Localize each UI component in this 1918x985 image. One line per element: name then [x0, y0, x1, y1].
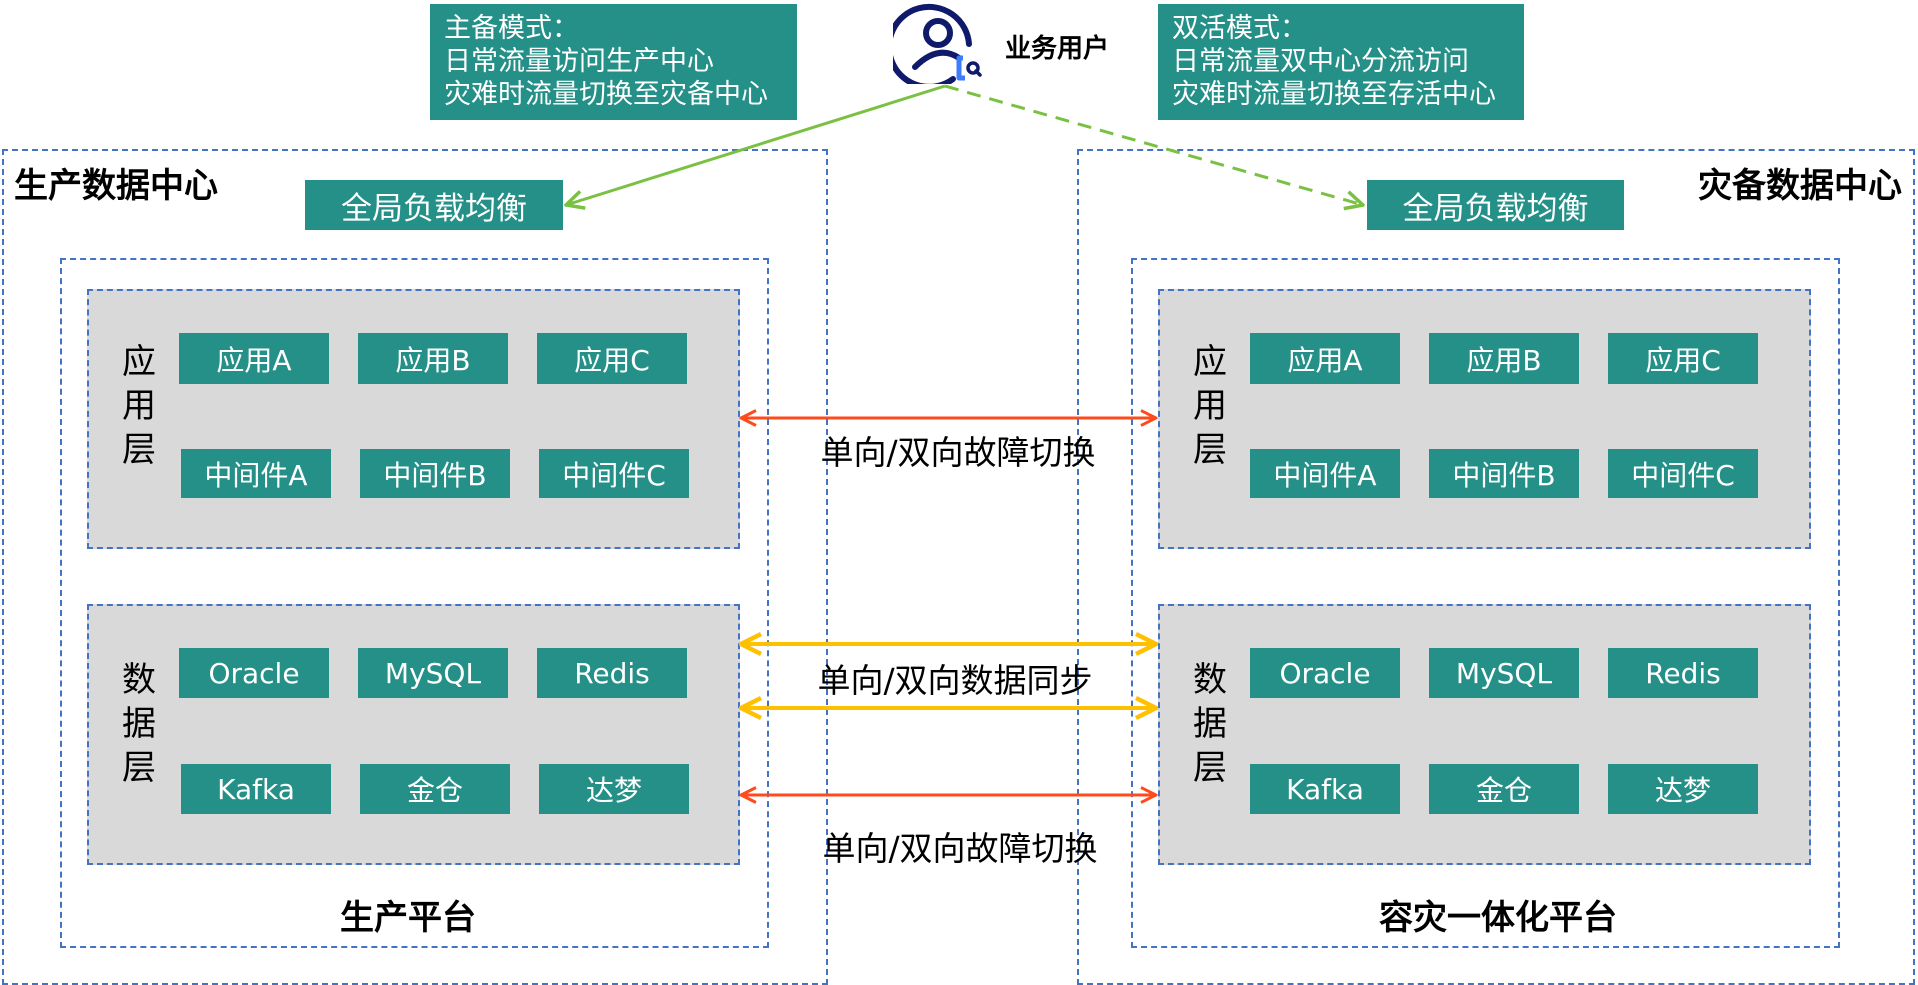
dr-app-a[interactable]: 应用A [1250, 333, 1400, 384]
production-middleware-c[interactable]: 中间件C [539, 449, 689, 498]
production-app-a[interactable]: 应用A [179, 333, 329, 384]
production-db-mysql[interactable]: MySQL [358, 648, 508, 698]
dr-datacenter-title: 灾备数据中心 [1698, 166, 1902, 206]
business-user-label: 业务用户 [1005, 34, 1110, 64]
dr-platform [1131, 258, 1840, 948]
production-platform [60, 258, 769, 948]
dr-glb-box[interactable]: 全局负载均衡 [1367, 180, 1624, 230]
dr-db-kingbase[interactable]: 金仓 [1429, 764, 1579, 814]
dr-platform-title: 容灾一体化平台 [1379, 898, 1617, 938]
dr-db-dameng[interactable]: 达梦 [1608, 764, 1758, 814]
dr-data-layer [1158, 604, 1811, 865]
production-data-layer [87, 604, 740, 865]
production-db-redis[interactable]: Redis [537, 648, 687, 698]
dr-middleware-a[interactable]: 中间件A [1250, 449, 1400, 498]
dr-app-b[interactable]: 应用B [1429, 333, 1579, 384]
user-search-icon [893, 3, 982, 84]
app-failover-label: 单向/双向故障切换 [820, 433, 1096, 472]
production-data-layer-label: 数 据 层 [122, 660, 156, 788]
dr-db-kafka[interactable]: Kafka [1250, 764, 1400, 814]
dr-db-oracle[interactable]: Oracle [1250, 648, 1400, 698]
active-active-note: 双活模式： 日常流量双中心分流访问 灾难时流量切换至存活中心 [1158, 4, 1524, 120]
production-db-kingbase[interactable]: 金仓 [360, 764, 510, 814]
production-middleware-a[interactable]: 中间件A [181, 449, 331, 498]
dr-middleware-c[interactable]: 中间件C [1608, 449, 1758, 498]
production-app-layer-label: 应 用 层 [122, 342, 156, 470]
production-db-dameng[interactable]: 达梦 [539, 764, 689, 814]
dr-db-mysql[interactable]: MySQL [1429, 648, 1579, 698]
dr-data-layer-label: 数 据 层 [1193, 660, 1227, 788]
dr-app-layer [1158, 289, 1811, 549]
dr-app-c[interactable]: 应用C [1608, 333, 1758, 384]
production-db-kafka[interactable]: Kafka [181, 764, 331, 814]
production-datacenter-title: 生产数据中心 [14, 166, 218, 206]
production-glb-box[interactable]: 全局负载均衡 [305, 180, 563, 230]
production-db-oracle[interactable]: Oracle [179, 648, 329, 698]
production-platform-title: 生产平台 [340, 898, 476, 938]
data-failover-label: 单向/双向故障切换 [822, 829, 1098, 868]
production-app-c[interactable]: 应用C [537, 333, 687, 384]
production-middleware-b[interactable]: 中间件B [360, 449, 510, 498]
production-app-b[interactable]: 应用B [358, 333, 508, 384]
business-user[interactable]: 业务用户 [893, 0, 1123, 84]
dr-db-redis[interactable]: Redis [1608, 648, 1758, 698]
active-standby-note: 主备模式： 日常流量访问生产中心 灾难时流量切换至灾备中心 [430, 4, 797, 120]
dr-app-layer-label: 应 用 层 [1193, 342, 1227, 470]
dr-middleware-b[interactable]: 中间件B [1429, 449, 1579, 498]
data-sync-label: 单向/双向数据同步 [817, 661, 1093, 700]
production-app-layer [87, 289, 740, 549]
